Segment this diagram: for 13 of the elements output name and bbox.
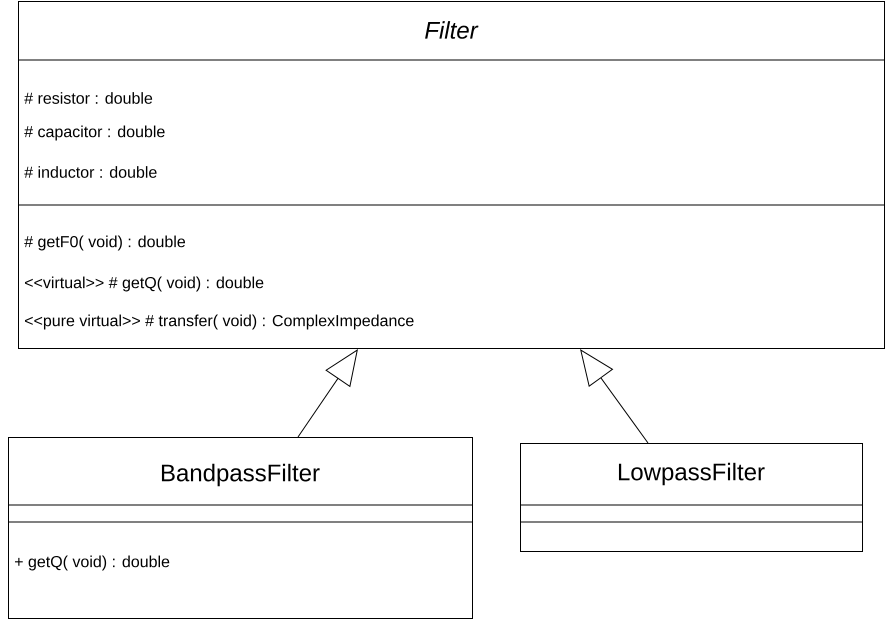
member-text: # capacitor : double <box>24 126 165 140</box>
member-text: # inductor : double <box>24 166 157 178</box>
class-box <box>520 443 863 552</box>
class-name: Filter <box>425 21 478 39</box>
class-box <box>8 437 473 619</box>
member-text: # getF0( void) : double <box>24 236 186 250</box>
class-name: LowpassFilter <box>618 462 765 486</box>
member-text: + getQ( void) : double <box>14 556 170 570</box>
class-box <box>18 1 885 349</box>
member-text: <<pure virtual>> # transfer( void) : ComplexImpedance <box>24 314 414 330</box>
member-text: # resistor : double <box>24 92 152 104</box>
class-name: BandpassFilter <box>162 464 320 486</box>
member-text: <<virtual>> # getQ( void) : double <box>24 276 264 292</box>
